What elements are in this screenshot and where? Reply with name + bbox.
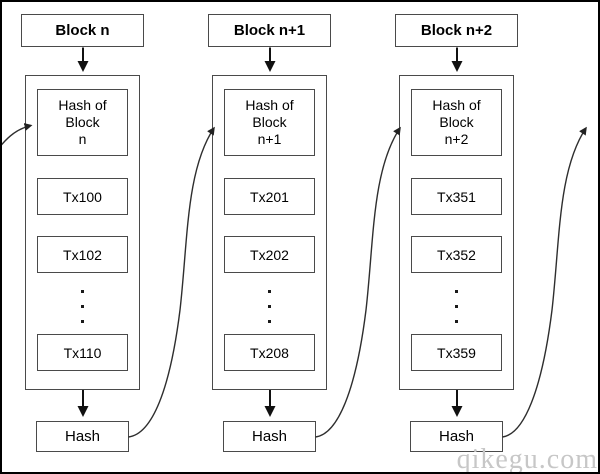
vertical-dots-icon (268, 305, 271, 308)
block-title-box: Block n+2 (395, 14, 518, 47)
tx-item: Tx351 (411, 178, 502, 215)
prev-hash-label: Hash of Block n+2 (432, 97, 481, 147)
tx-label: Tx100 (63, 188, 102, 205)
vertical-dots-icon (455, 290, 458, 293)
hash-output-box: Hash (36, 421, 129, 452)
block-title-label: Block n+1 (233, 22, 306, 39)
block-column-n1: Block n+1 Hash of Block n+1 Tx201 Tx202 … (208, 0, 331, 474)
tx-item: Tx201 (224, 178, 315, 215)
hash-output-label: Hash (438, 428, 475, 445)
vertical-dots-icon (81, 320, 84, 323)
vertical-dots-icon (455, 305, 458, 308)
block-title-label: Block n (55, 22, 110, 39)
hash-output-label: Hash (251, 428, 288, 445)
prev-hash-field: Hash of Block n+1 (224, 89, 315, 156)
tx-label: Tx110 (63, 344, 102, 361)
vertical-dots-icon (81, 290, 84, 293)
tx-item: Tx208 (224, 334, 315, 371)
curve-hash-n1-to-block-n2 (315, 126, 401, 438)
block-column-n: Block n Hash of Block n Tx100 Tx102 Tx11… (21, 0, 144, 474)
tx-label: Tx359 (437, 344, 476, 361)
prev-hash-field: Hash of Block n (37, 89, 128, 156)
watermark: qikegu.com (456, 444, 598, 474)
vertical-dots-icon (455, 320, 458, 323)
prev-hash-label: Hash of Block n (58, 97, 107, 147)
curve-hash-n2-to-next-block (502, 126, 587, 438)
prev-hash-label: Hash of Block n+1 (245, 97, 294, 147)
tx-item: Tx102 (37, 236, 128, 273)
block-title-label: Block n+2 (420, 22, 493, 39)
tx-label: Tx352 (437, 246, 476, 263)
tx-label: Tx201 (250, 188, 289, 205)
tx-label: Tx208 (250, 344, 289, 361)
tx-label: Tx102 (63, 246, 102, 263)
tx-item: Tx100 (37, 178, 128, 215)
tx-item: Tx359 (411, 334, 502, 371)
vertical-dots-icon (81, 305, 84, 308)
hash-output-label: Hash (64, 428, 101, 445)
curve-hash-n-to-block-n1 (128, 126, 215, 438)
tx-label: Tx202 (250, 246, 289, 263)
tx-item: Tx110 (37, 334, 128, 371)
vertical-dots-icon (268, 320, 271, 323)
prev-hash-field: Hash of Block n+2 (411, 89, 502, 156)
tx-item: Tx202 (224, 236, 315, 273)
block-title-box: Block n (21, 14, 144, 47)
hash-output-box: Hash (223, 421, 316, 452)
block-column-n2: Block n+2 Hash of Block n+2 Tx351 Tx352 … (395, 0, 518, 474)
tx-item: Tx352 (411, 236, 502, 273)
block-title-box: Block n+1 (208, 14, 331, 47)
tx-label: Tx351 (437, 188, 476, 205)
vertical-dots-icon (268, 290, 271, 293)
